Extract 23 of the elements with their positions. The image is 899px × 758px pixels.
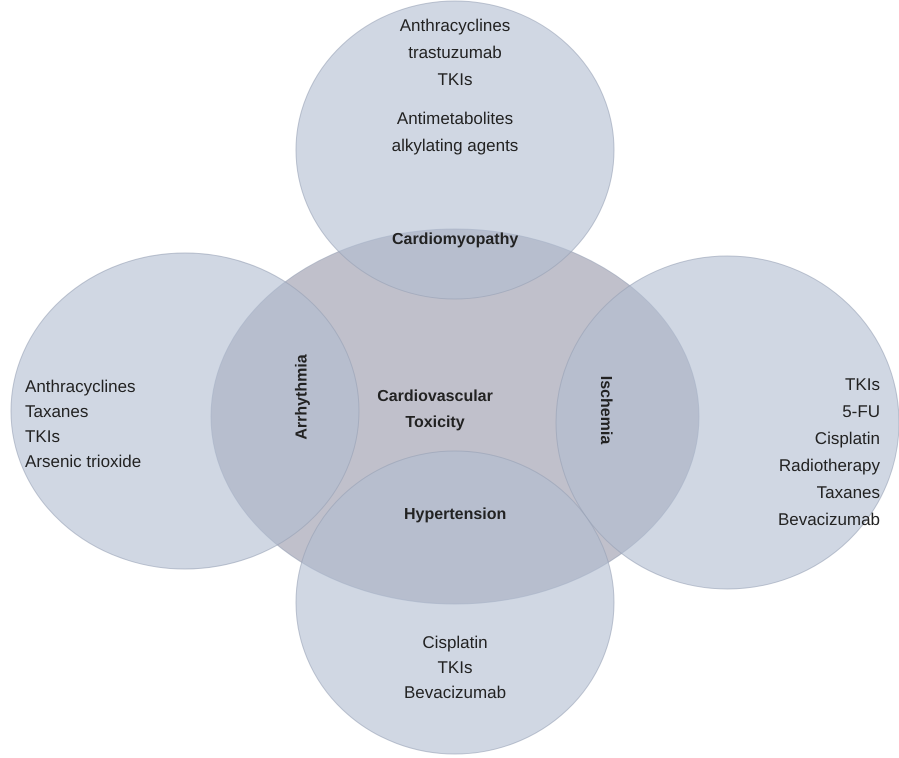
category-label: Arrhythmia xyxy=(293,354,312,440)
drug-name: Radiotherapy xyxy=(778,455,880,477)
category-label: Hypertension xyxy=(404,506,506,524)
drug-name: TKIs xyxy=(25,426,60,448)
drug-name: Bevacizumab xyxy=(404,682,506,704)
drug-name: Anthracyclines xyxy=(400,15,510,37)
drug-name: Arsenic trioxide xyxy=(25,451,142,473)
drug-name: Bevacizumab xyxy=(778,509,880,531)
drug-name: Taxanes xyxy=(816,482,880,504)
drug-name: TKIs xyxy=(438,657,472,679)
drug-name: TKIs xyxy=(845,374,880,396)
drug-name: alkylating agents xyxy=(392,135,518,157)
center-title: Cardiovascular Toxicity xyxy=(376,387,494,433)
drug-name: Anthracyclines xyxy=(25,376,136,398)
drug-name: TKIs xyxy=(438,69,472,91)
drug-name: Cisplatin xyxy=(422,632,488,654)
drug-name: 5-FU xyxy=(842,401,880,423)
category-label: Ischemia xyxy=(596,376,614,444)
drug-name: Taxanes xyxy=(25,401,88,423)
category-label: Cardiomyopathy xyxy=(392,231,518,249)
drug-name: trastuzumab xyxy=(408,42,502,64)
drug-name: Antimetabolites xyxy=(396,108,514,130)
drug-name: Cisplatin xyxy=(814,428,880,450)
